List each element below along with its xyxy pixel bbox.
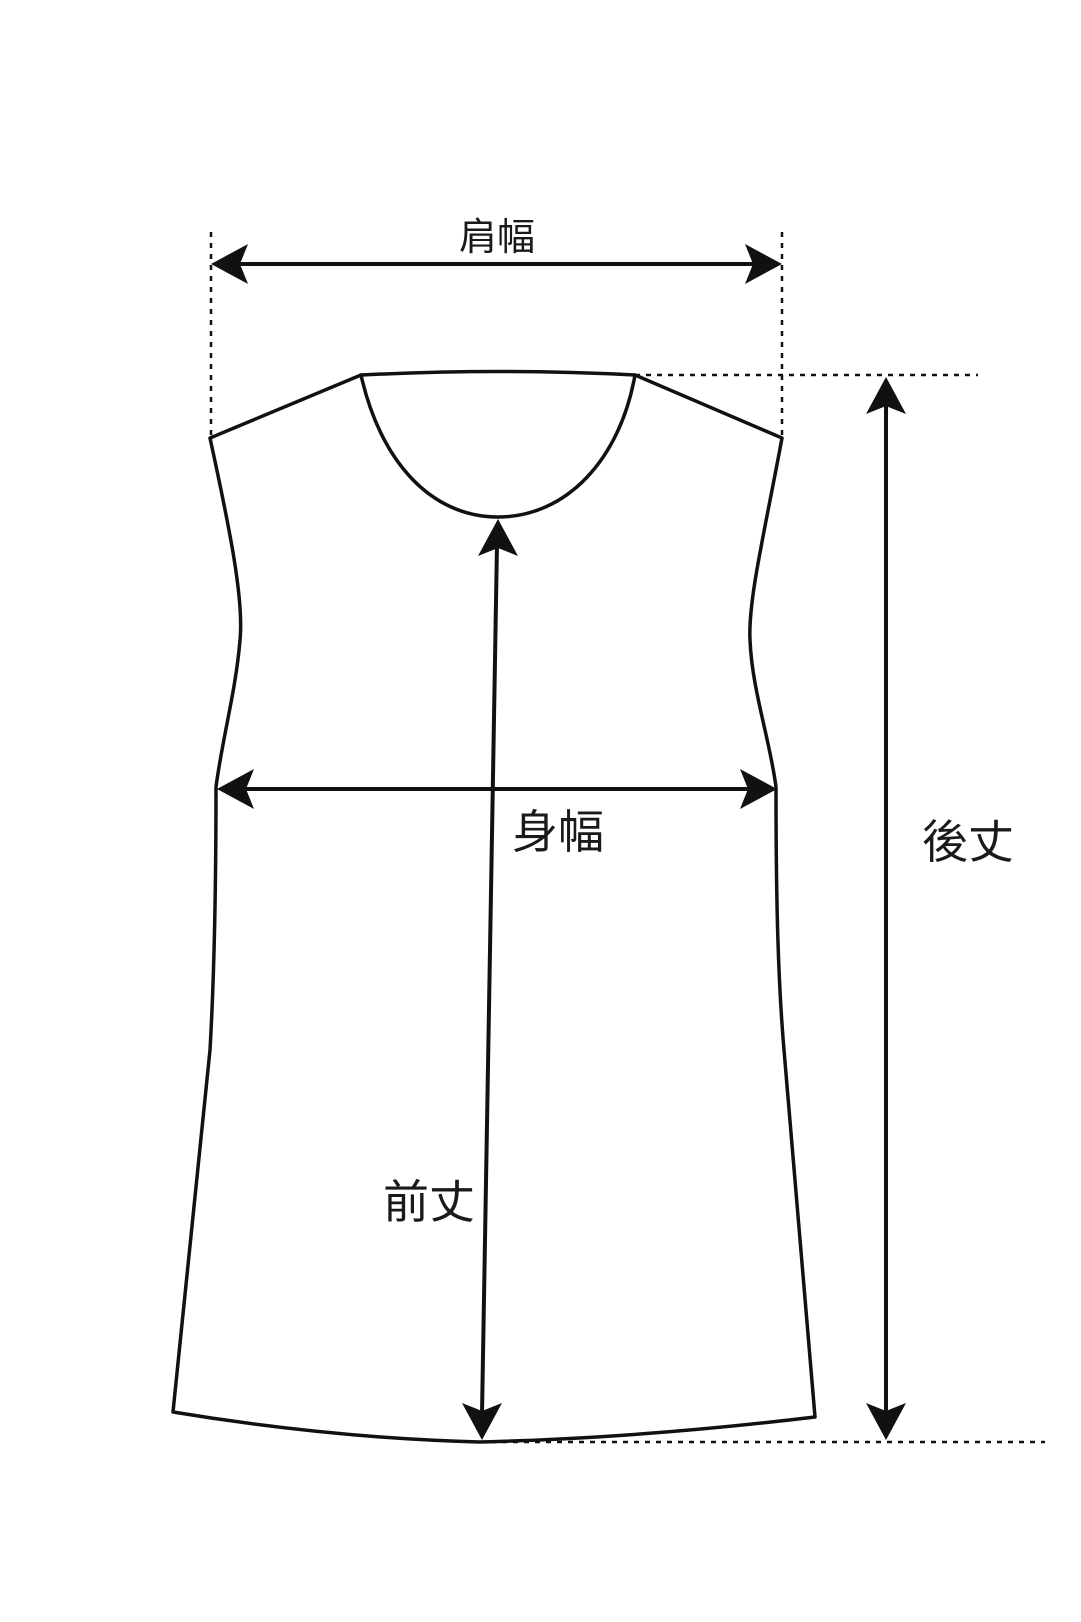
neckline-curve <box>359 373 637 519</box>
front-length-arrow-top <box>478 519 518 556</box>
front-length-measure <box>462 519 518 1440</box>
back-length-label: 後丈 <box>922 815 1014 869</box>
body-width-arrow-left <box>217 769 254 809</box>
guide-lines <box>209 232 1045 1444</box>
shoulder-width-measure <box>211 244 782 284</box>
shoulder-width-label: 肩幅 <box>459 215 535 259</box>
body-width-arrow-right <box>740 769 777 809</box>
shoulder-width-arrow-left <box>211 244 248 284</box>
back-length-arrow-top <box>866 377 906 414</box>
back-length-measure <box>866 377 906 1440</box>
back-length-arrow-bottom <box>866 1403 906 1440</box>
body-width-label: 身幅 <box>512 805 604 859</box>
front-length-arrow-bottom <box>462 1403 502 1440</box>
front-length-label: 前丈 <box>383 1175 475 1229</box>
garment-silhouette <box>171 369 817 1444</box>
shoulder-width-arrow-right <box>745 244 782 284</box>
front-length-line <box>480 543 499 1415</box>
body-width-measure <box>217 769 777 809</box>
garment-body-outline <box>171 369 817 1444</box>
measurement-labels: 肩幅 身幅 後丈 前丈 <box>383 215 1014 1229</box>
